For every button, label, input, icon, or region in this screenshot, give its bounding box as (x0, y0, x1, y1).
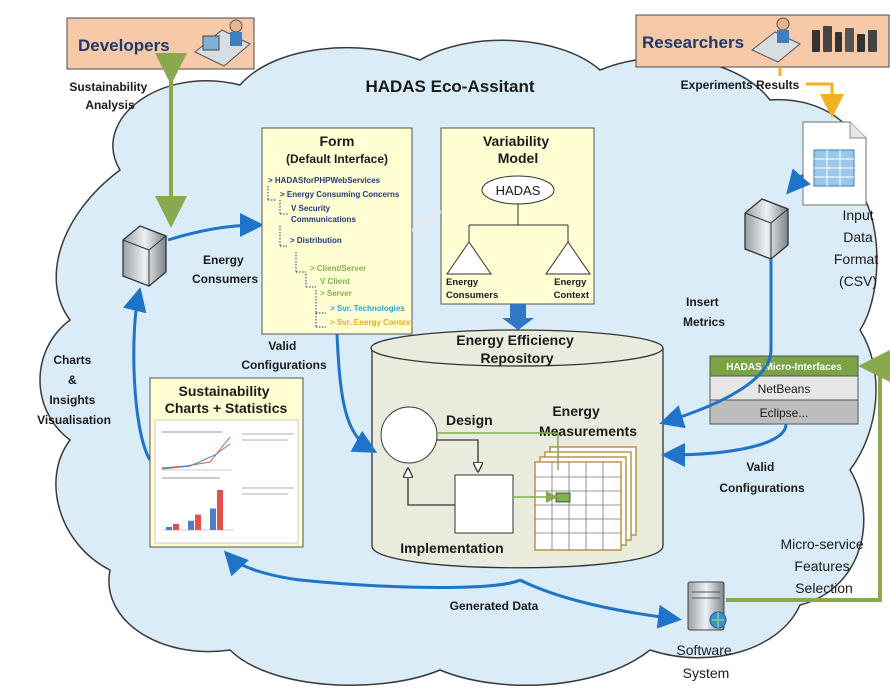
generated-data-arrow (223, 550, 521, 589)
valid-configurations-right-label: Valid Configurations (719, 460, 805, 495)
design-to-implementation-arrow (437, 439, 478, 470)
tree-node: > Client/Server (310, 264, 366, 273)
mini-bar (195, 514, 201, 530)
microservice-selection-label: Micro-service Features Selection (780, 536, 867, 596)
form-model-link (412, 210, 441, 232)
input-data-format-label: Input Data Format (CSV) (834, 207, 882, 289)
measurements-grid (534, 446, 637, 551)
mini-bar (173, 523, 179, 530)
energy-consumers-arrow (167, 213, 264, 242)
developers-label: Developers (78, 36, 170, 55)
energy-measurements-label: Energy Measurements (539, 403, 637, 439)
researcher-lab-icon (751, 17, 877, 63)
experiments-results-arrow (806, 82, 844, 118)
design-label: Design (446, 412, 493, 428)
micro-interface-netbeans: NetBeans (758, 382, 811, 396)
mini-bar (217, 490, 223, 530)
tree-node: V Client (320, 277, 350, 286)
form-subtitle: (Default Interface) (286, 152, 388, 166)
micro-interface-eclipse: Eclipse... (760, 406, 809, 420)
implementation-label: Implementation (400, 540, 503, 556)
tree-node: > Svr. Technologies (330, 304, 405, 313)
tree-node: > Distribution (290, 236, 342, 245)
variability-model-panel: Variability Model HADAS Energy Consumers… (440, 127, 595, 305)
researchers-label: Researchers (642, 33, 744, 52)
sustainability-analysis-label: Sustainability Analysis (69, 80, 150, 112)
tree-node: V Security (291, 204, 331, 213)
valid-configurations-right-arrow (661, 423, 788, 467)
experiments-results-label: Experiments Results (681, 78, 800, 92)
csv-to-server-arrow (786, 168, 811, 195)
charts-insights-label: Charts & Insights Visualisation (37, 353, 111, 427)
valid-configurations-left-label: Valid Configurations (241, 339, 327, 372)
model-to-repository-arrow (502, 304, 534, 330)
feature-tree: > HADASforPHPWebServices > Energy Consumi… (267, 176, 413, 328)
micro-interfaces-title: HADAS Micro-Interfaces (726, 362, 842, 373)
energy-consumers-label: Energy Consumers (192, 253, 258, 286)
design-to-measurements-link (437, 432, 559, 470)
insert-metrics-label: Insert Metrics (683, 295, 725, 329)
implementation-node (454, 474, 514, 534)
tree-node: Communications (291, 215, 356, 224)
hadas-root-label: HADAS (496, 183, 541, 198)
energy-efficiency-repository: Energy Efficiency Repository Design Impl… (370, 329, 664, 569)
csv-document-icon (802, 121, 867, 206)
mini-line-chart (161, 431, 294, 471)
tree-node: > Svr. Energy Context (330, 318, 413, 327)
software-system-icon (687, 581, 727, 631)
microservice-selection-arrow (726, 350, 890, 602)
energy-consumers-subtree (446, 241, 492, 275)
form-title: Form (320, 133, 355, 149)
developer-workstation-icon (194, 19, 251, 67)
tree-node: > HADASforPHPWebServices (268, 176, 381, 185)
repository-title: Energy Efficiency Repository (456, 332, 577, 366)
energy-context-subtree (545, 241, 591, 275)
sustainability-charts-panel: Sustainability Charts + Statistics (149, 377, 304, 548)
insert-metrics-arrow (659, 259, 773, 429)
tree-node: > Server (320, 289, 352, 298)
implementation-to-design-arrow (408, 470, 455, 506)
charts-panel-title: Sustainability Charts + Statistics (165, 383, 288, 416)
left-server-icon (122, 225, 167, 287)
mini-bar (210, 508, 216, 530)
mini-bar (188, 520, 194, 530)
mini-bar (166, 526, 172, 530)
vm-energy-context-label: Energy Context (554, 277, 590, 301)
micro-interfaces-panel: HADAS Micro-Interfaces NetBeans Eclipse.… (709, 355, 859, 425)
form-panel: Form (Default Interface) > HADASforPHPWe… (261, 127, 413, 335)
developers-actor: Developers (66, 17, 255, 70)
vm-energy-consumers-label: Energy Consumers (446, 277, 498, 301)
mini-bar-chart (162, 477, 294, 531)
charts-to-server-arrow (123, 287, 152, 461)
tree-node: > Energy Consuming Concerns (280, 190, 400, 199)
software-system-label: Software System (676, 642, 735, 681)
researchers-actor: Researchers (635, 14, 890, 68)
generated-data-label: Generated Data (450, 599, 539, 613)
valid-configurations-left-arrow (335, 333, 378, 453)
design-node (380, 406, 438, 464)
diagram-title: HADAS Eco-Assitant (365, 77, 534, 96)
variability-model-title: Variability Model (483, 133, 553, 166)
generated-data-to-software-arrow (519, 578, 682, 629)
right-server-icon (744, 198, 789, 260)
